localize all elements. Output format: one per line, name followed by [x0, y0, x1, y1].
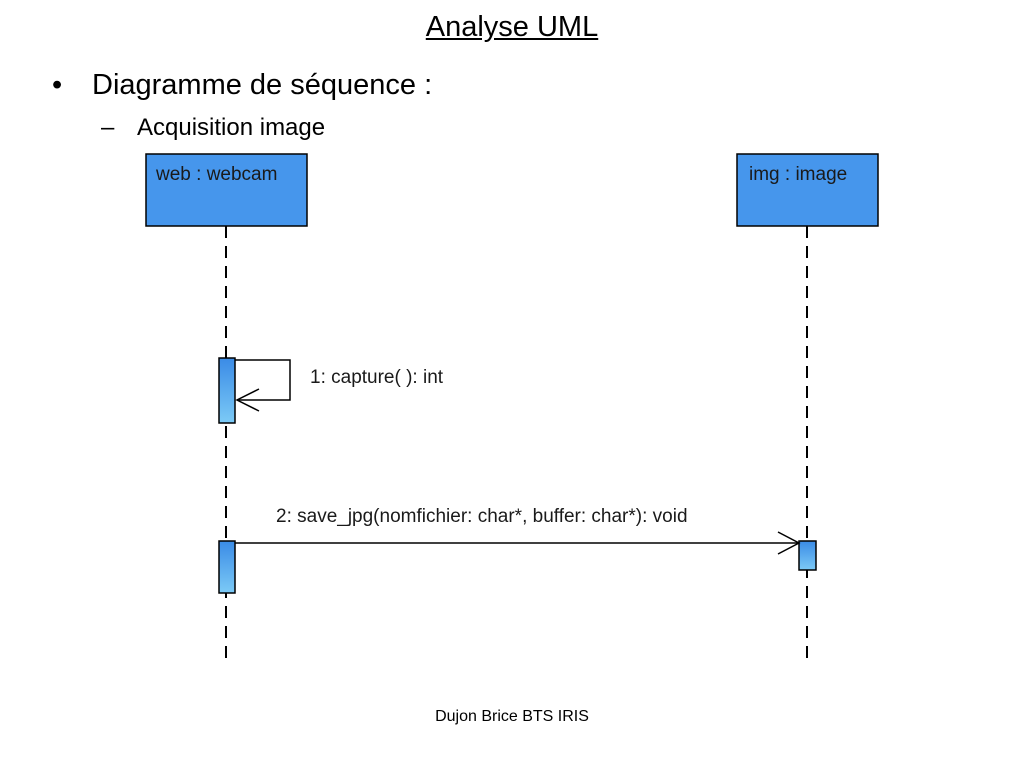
message-capture-arrowhead: [235, 388, 260, 412]
sub-bullet-acquisition: – Acquisition image: [101, 112, 325, 144]
sub-bullet-text: Acquisition image: [137, 114, 326, 141]
slide-title: Analyse UML: [425, 11, 599, 43]
activation-bar-webcam-2: [218, 540, 236, 594]
bullet-diagram-sequence: • Diagramme de séquence :: [52, 66, 432, 104]
message-capture: 1: capture( ): int: [235, 359, 444, 412]
lifeline-image-label: img : image: [749, 164, 847, 185]
sub-bullet-marker: –: [101, 114, 115, 141]
bullet-marker: •: [52, 69, 63, 101]
lifeline-webcam-label: web : webcam: [155, 164, 277, 185]
activation-bar-webcam-1: [218, 357, 236, 424]
footer-author: Dujon Brice BTS IRIS: [435, 708, 589, 725]
activation-bar-image-1: [798, 540, 817, 571]
message-capture-label: 1: capture( ): int: [310, 367, 444, 388]
bullet-text: Diagramme de séquence :: [92, 69, 433, 101]
message-save-jpg: 2: save_jpg(nomfichier: char*, buffer: c…: [235, 506, 801, 555]
lifeline-webcam-box[interactable]: [145, 153, 308, 227]
lifeline-webcam: web : webcam: [145, 153, 308, 664]
message-capture-line[interactable]: [235, 359, 291, 401]
lifeline-image: img : image: [736, 153, 879, 664]
message-save-jpg-arrowhead: [777, 531, 801, 555]
message-save-jpg-label: 2: save_jpg(nomfichier: char*, buffer: c…: [276, 506, 688, 527]
